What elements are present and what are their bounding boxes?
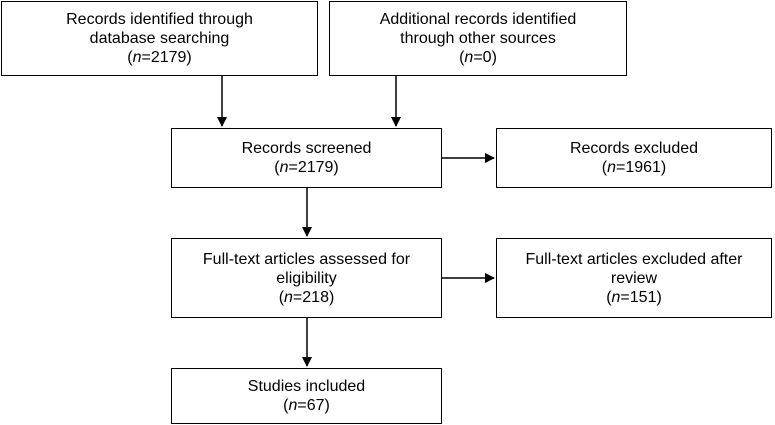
box-text-line: Records identified through bbox=[66, 11, 253, 28]
n-symbol: n bbox=[279, 159, 289, 176]
n-symbol: n bbox=[464, 49, 474, 66]
count-label: (n=2179) bbox=[127, 49, 192, 66]
n-symbol: n bbox=[288, 397, 298, 414]
box-text-line: Records excluded bbox=[569, 140, 699, 157]
count-value: =2179 bbox=[288, 159, 334, 176]
count-label: (n=218) bbox=[278, 288, 335, 306]
box-text-line: Additional records identified bbox=[379, 11, 577, 28]
box-text-line: through other sources bbox=[400, 30, 556, 47]
count-label: (n=1961) bbox=[601, 159, 667, 176]
box-records-screened: Records screened (n=2179) bbox=[171, 128, 442, 188]
count-value: =0 bbox=[473, 49, 492, 66]
box-text-line: Studies included bbox=[247, 378, 366, 395]
box-additional-records-other-sources: Additional records identified through ot… bbox=[329, 1, 627, 76]
box-studies-included: Studies included (n=67) bbox=[171, 368, 442, 424]
count-value: =2179 bbox=[141, 49, 187, 66]
count-value: =1961 bbox=[615, 159, 661, 176]
box-text-line: database searching bbox=[89, 30, 230, 47]
box-records-excluded: Records excluded (n=1961) bbox=[496, 128, 772, 188]
count-value: =67 bbox=[297, 397, 325, 414]
box-fulltext-assessed: Full-text articles assessed for eligibil… bbox=[171, 238, 442, 318]
count-label: (n=67) bbox=[283, 397, 330, 414]
box-text-line: review bbox=[610, 269, 658, 287]
count-label: (n=2179) bbox=[274, 159, 339, 176]
count-label: (n=0) bbox=[459, 49, 497, 66]
box-text-line: Full-text articles excluded after bbox=[525, 250, 743, 268]
box-text-line: eligibility bbox=[276, 269, 337, 287]
n-symbol: n bbox=[284, 288, 293, 306]
box-text-line: Records screened bbox=[241, 140, 372, 157]
n-symbol: n bbox=[607, 159, 616, 176]
box-fulltext-excluded: Full-text articles excluded after review… bbox=[496, 238, 772, 318]
count-value: =218 bbox=[292, 288, 329, 306]
n-symbol: n bbox=[611, 288, 621, 306]
n-symbol: n bbox=[132, 49, 142, 66]
box-text-line: Full-text articles assessed for bbox=[202, 250, 411, 268]
count-value: =151 bbox=[620, 288, 657, 306]
count-label: (n=151) bbox=[606, 288, 662, 306]
box-records-identified-database: Records identified through database sear… bbox=[1, 1, 318, 76]
